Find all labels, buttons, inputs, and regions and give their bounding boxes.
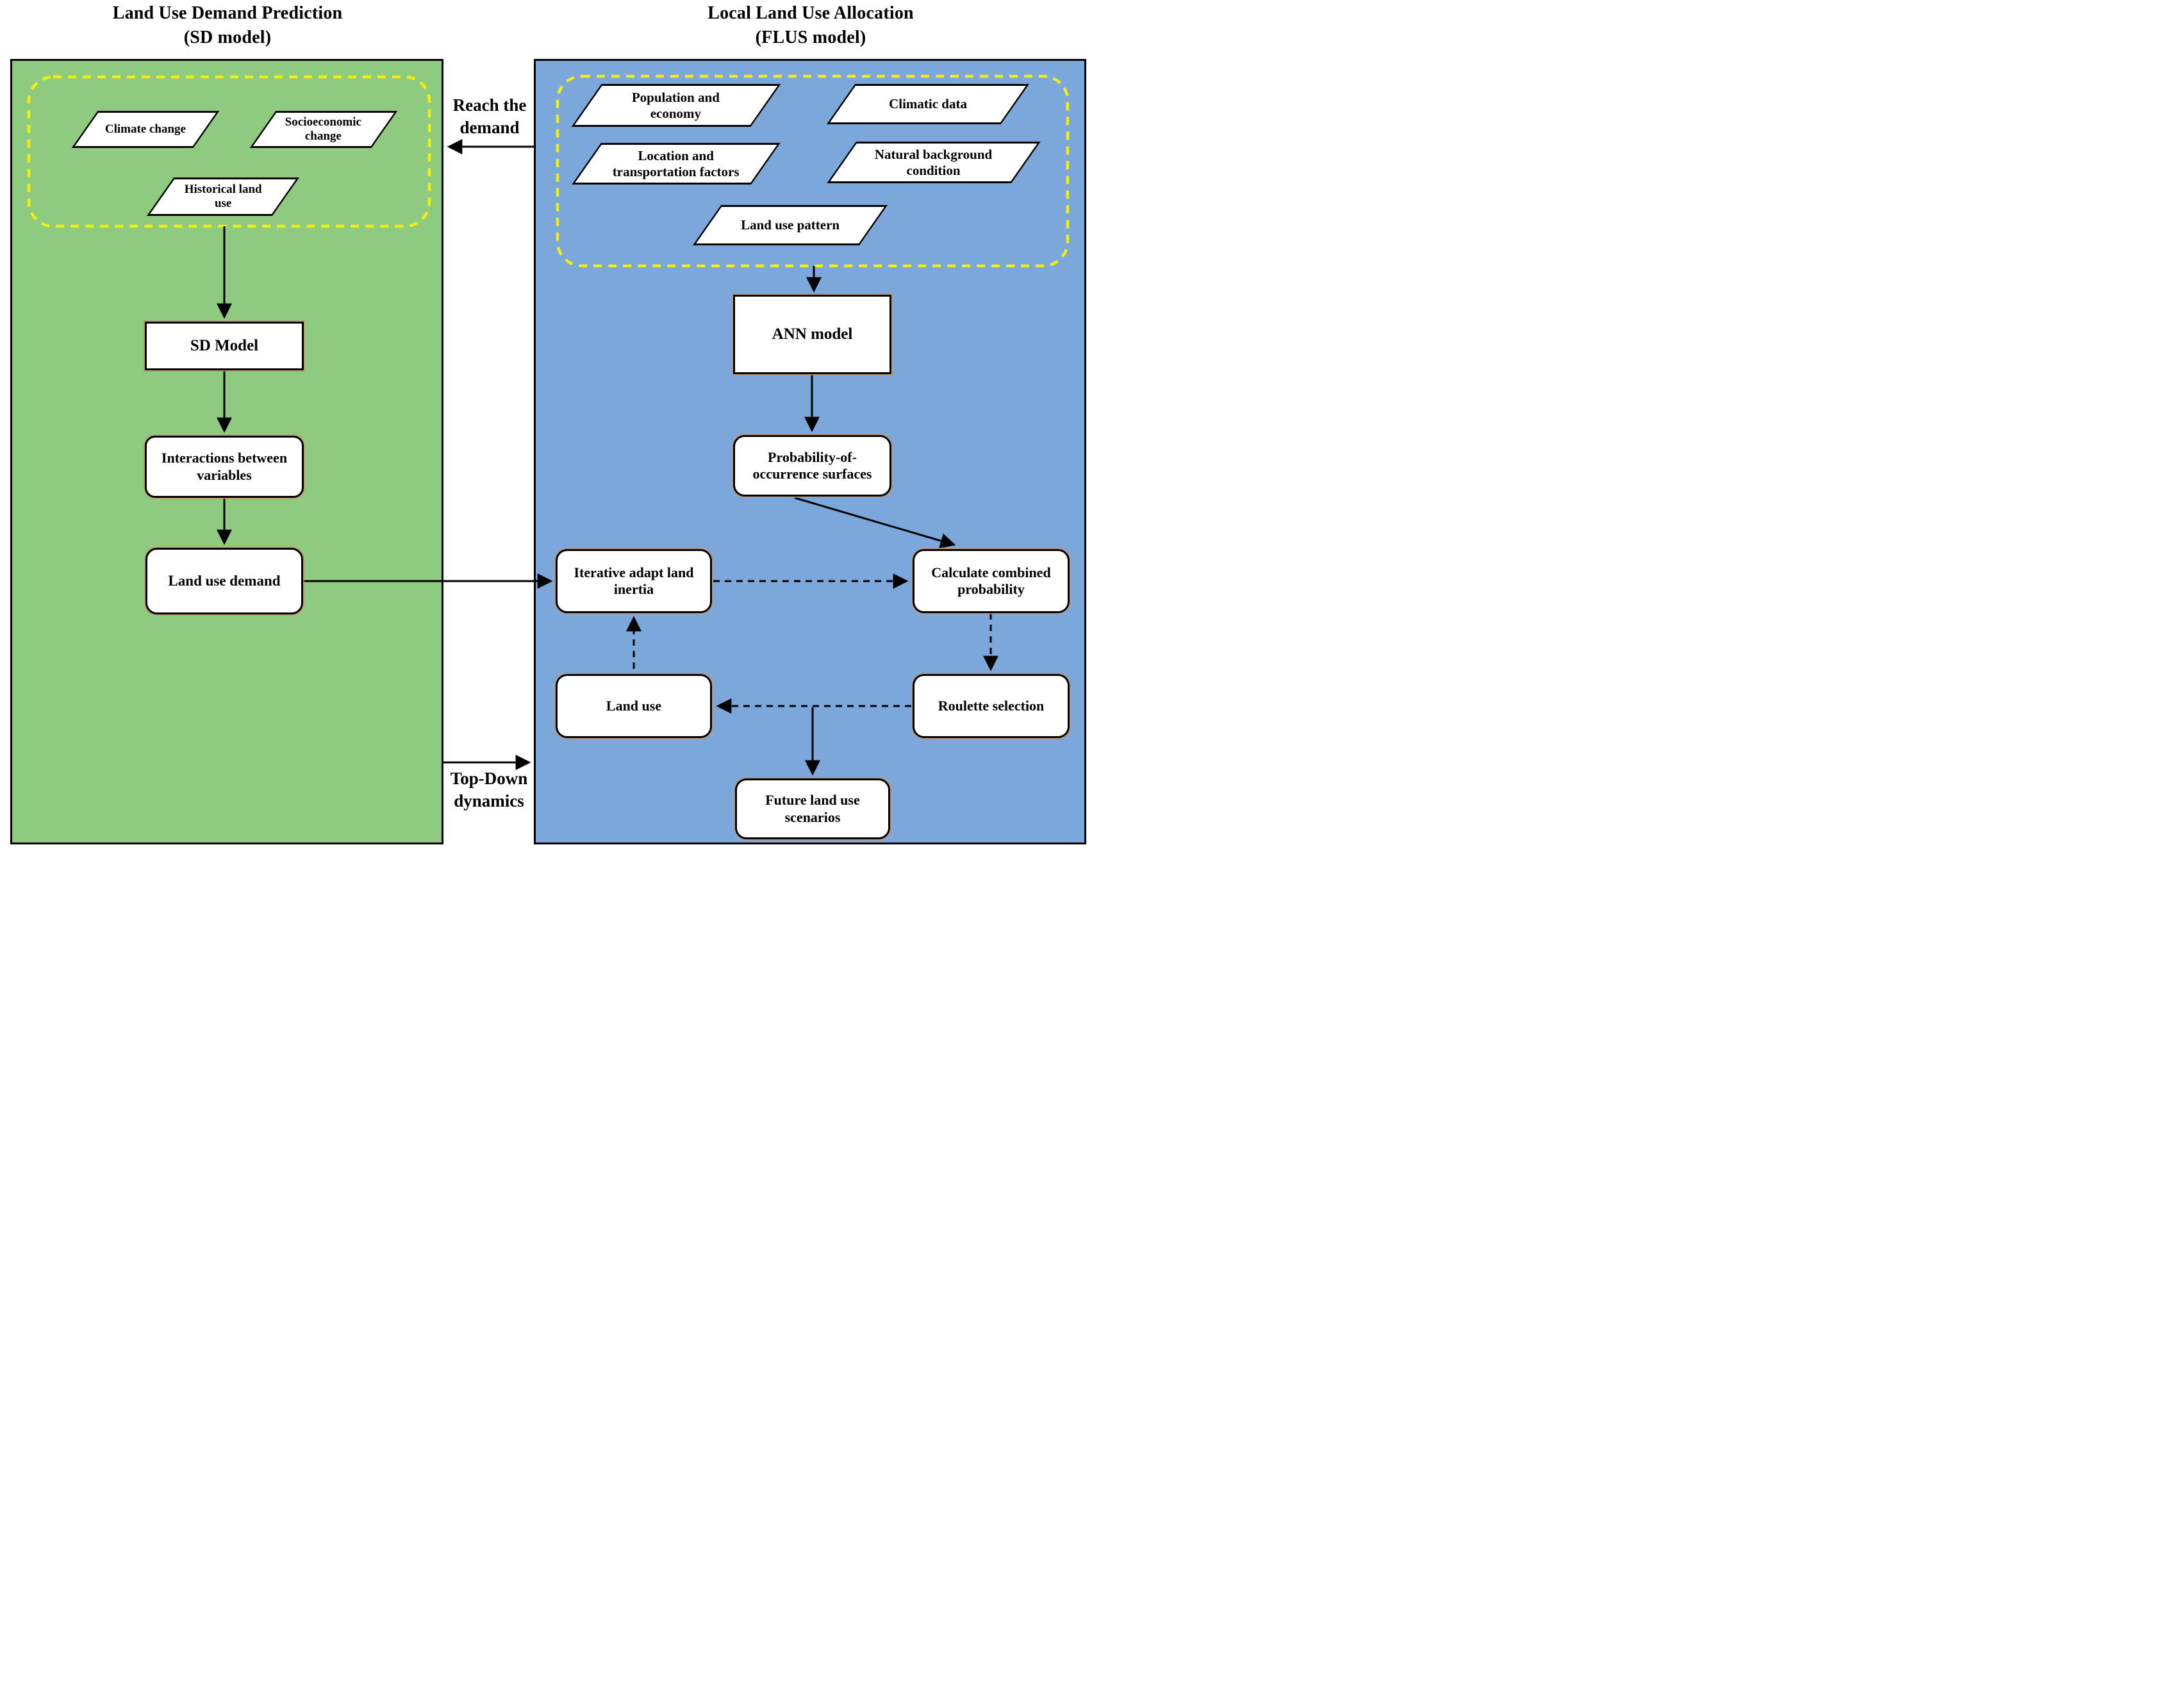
label-top-down-dynamics: Top-Down dynamics bbox=[441, 768, 537, 812]
node-land-use: Land use bbox=[556, 674, 712, 738]
node-ann-model: ANN model bbox=[733, 295, 891, 374]
node-land-use-demand: Land use demand bbox=[145, 548, 303, 614]
label-reach-line2: demand bbox=[459, 117, 520, 137]
input-climate-change-label: Climate change bbox=[104, 122, 186, 136]
node-roulette-selection-label: Roulette selection bbox=[938, 697, 1045, 714]
input-population-line1: Population and bbox=[632, 89, 720, 105]
input-socioeconomic-change: Socioeconomic change bbox=[249, 111, 398, 148]
input-land-use-pattern: Land use pattern bbox=[692, 205, 888, 245]
input-historical-line2: use bbox=[214, 197, 232, 210]
node-sd-model-label: SD Model bbox=[190, 337, 259, 354]
input-socioeconomic-line1: Socioeconomic bbox=[285, 115, 362, 129]
node-iterative-line1: Iterative adapt land bbox=[574, 564, 694, 580]
node-probability-of-occurrence: Probability-of- occurrence surfaces bbox=[733, 435, 891, 497]
node-iterative-line2: inertia bbox=[613, 581, 654, 597]
label-reach-line1: Reach the bbox=[452, 95, 527, 115]
node-calculate-line1: Calculate combined bbox=[931, 564, 1051, 580]
input-climate-change: Climate change bbox=[71, 111, 220, 148]
flowchart-figure: Land Use Demand Prediction (SD model) Lo… bbox=[0, 0, 1092, 851]
input-socioeconomic-line2: change bbox=[305, 129, 342, 143]
node-sd-model: SD Model bbox=[145, 322, 304, 370]
input-location-transportation: Location and transportation factors bbox=[572, 143, 781, 185]
node-future-land-use-scenarios: Future land use scenarios bbox=[735, 778, 890, 839]
input-climatic-data-label: Climatic data bbox=[889, 96, 967, 112]
input-climatic-data: Climatic data bbox=[826, 84, 1030, 124]
input-natural-line1: Natural background bbox=[875, 146, 993, 162]
right-title-line2: (FLUS model) bbox=[755, 27, 866, 47]
input-location-line2: transportation factors bbox=[613, 163, 740, 179]
label-topdown-line2: dynamics bbox=[454, 791, 524, 810]
left-panel-title: Land Use Demand Prediction (SD model) bbox=[10, 1, 445, 50]
right-panel-title: Local Land Use Allocation (FLUS model) bbox=[586, 1, 1035, 50]
input-population-line2: economy bbox=[650, 105, 702, 121]
node-land-use-demand-label: Land use demand bbox=[168, 573, 281, 589]
input-location-line1: Location and bbox=[638, 147, 715, 163]
node-probability-line1: Probability-of- bbox=[768, 448, 857, 465]
node-calculate-combined-probability: Calculate combined probability bbox=[913, 549, 1070, 613]
node-iterative-adapt-land-inertia: Iterative adapt land inertia bbox=[556, 549, 712, 613]
node-calculate-line2: probability bbox=[957, 581, 1025, 597]
label-topdown-line1: Top-Down bbox=[450, 769, 528, 788]
node-future-line1: Future land use bbox=[765, 792, 860, 809]
node-land-use-label: Land use bbox=[606, 697, 662, 714]
left-title-line2: (SD model) bbox=[183, 27, 272, 47]
node-future-line2: scenarios bbox=[784, 809, 841, 825]
input-land-use-pattern-label: Land use pattern bbox=[740, 217, 840, 233]
node-interactions-between-variables: Interactions between variables bbox=[145, 436, 304, 498]
node-roulette-selection: Roulette selection bbox=[913, 674, 1070, 738]
input-population-economy: Population and economy bbox=[571, 84, 781, 127]
label-reach-the-demand: Reach the demand bbox=[445, 94, 534, 138]
input-natural-background: Natural background condition bbox=[827, 142, 1041, 183]
node-probability-line2: occurrence surfaces bbox=[752, 466, 872, 482]
input-natural-line2: condition bbox=[906, 162, 961, 178]
node-interactions-line1: Interactions between bbox=[161, 450, 288, 466]
input-historical-line1: Historical land bbox=[184, 182, 262, 196]
arrow-probability-to-calculate bbox=[794, 497, 956, 548]
node-interactions-line2: variables bbox=[197, 466, 252, 483]
right-title-line1: Local Land Use Allocation bbox=[707, 3, 914, 23]
node-ann-model-label: ANN model bbox=[772, 325, 853, 343]
left-title-line1: Land Use Demand Prediction bbox=[112, 3, 343, 23]
